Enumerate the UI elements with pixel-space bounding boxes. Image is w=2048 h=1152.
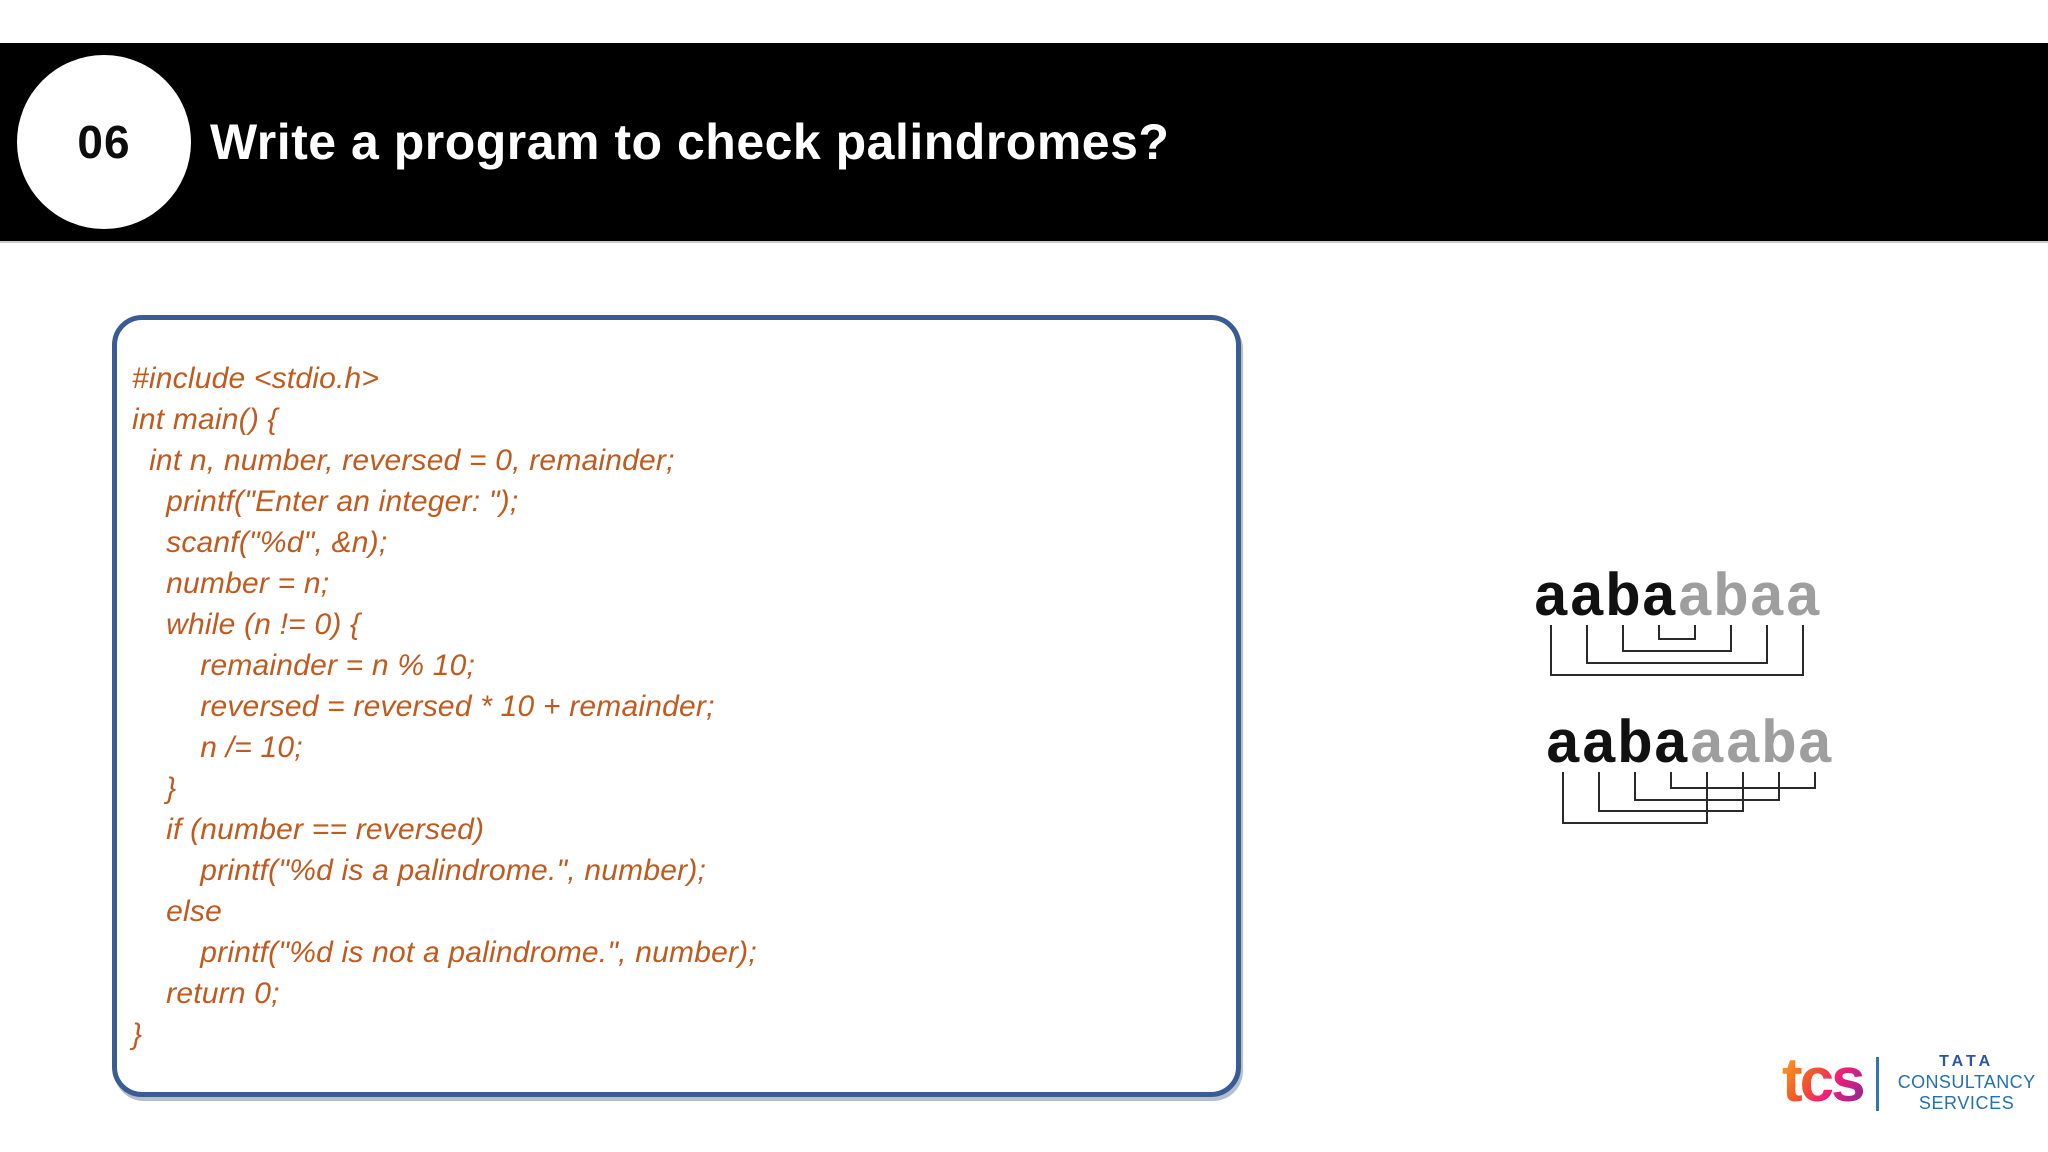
code-line: int n, number, reversed = 0, remainder; (132, 444, 675, 477)
consultancy-text: CONSULTANCY (1897, 1072, 2036, 1093)
palindrome-comparison-diagram: aaba abaa (1527, 567, 1827, 685)
diagram1-gray-text: abaa (1677, 567, 1821, 634)
code-line: scanf("%d", &n); (132, 526, 388, 559)
slide-title: Write a program to check palindromes? (210, 114, 1170, 170)
diagram2-gray-text: aaba (1689, 714, 1833, 781)
code-block: #include <stdio.h> int main() { int n, nu… (117, 320, 1236, 1055)
tata-consultancy-services-text: TATA CONSULTANCY SERVICES (1892, 1053, 2042, 1114)
header-bar: Write a program to check palindromes? (0, 43, 2048, 243)
code-line: } (132, 772, 177, 805)
code-line: #include <stdio.h> (132, 362, 380, 395)
code-line: if (number == reversed) (132, 813, 485, 846)
non-palindrome-comparison-diagram: aaba aaba (1539, 714, 1839, 836)
logo-divider (1875, 1057, 1879, 1111)
slide-number-badge: 06 (17, 55, 191, 229)
services-text: SERVICES (1918, 1093, 2015, 1114)
code-line: printf("Enter an integer: "); (132, 485, 519, 518)
palindrome-diagram-svg: aaba abaa (1533, 567, 1821, 676)
code-line: else (132, 895, 222, 928)
diagram1-black-text: aaba (1533, 567, 1677, 634)
code-line: return 0; (132, 977, 280, 1010)
code-line: number = n; (132, 567, 330, 600)
code-line: } (132, 1018, 143, 1051)
code-line: printf("%d is a palindrome.", number); (132, 854, 707, 887)
code-line: while (n != 0) { (132, 608, 361, 641)
code-line: remainder = n % 10; (132, 649, 476, 682)
code-line: printf("%d is not a palindrome.", number… (132, 936, 757, 969)
tata-brand-text: TATA (1939, 1053, 1995, 1071)
diagram2-black-text: aaba (1545, 714, 1689, 781)
code-line: n /= 10; (132, 731, 303, 764)
code-line: reversed = reversed * 10 + remainder; (132, 690, 715, 723)
code-line: int main() { (132, 403, 278, 436)
code-panel: #include <stdio.h> int main() { int n, nu… (112, 315, 1241, 1097)
tcs-logo: tcs TATA CONSULTANCY SERVICES (1782, 1050, 2042, 1118)
non-palindrome-diagram-svg: aaba aaba (1545, 714, 1833, 824)
crossed-bracket-lines (1562, 772, 1816, 824)
tcs-wordmark-icon: tcs (1782, 1050, 1866, 1118)
nested-bracket-lines (1550, 625, 1804, 676)
slide-number: 06 (77, 116, 131, 168)
